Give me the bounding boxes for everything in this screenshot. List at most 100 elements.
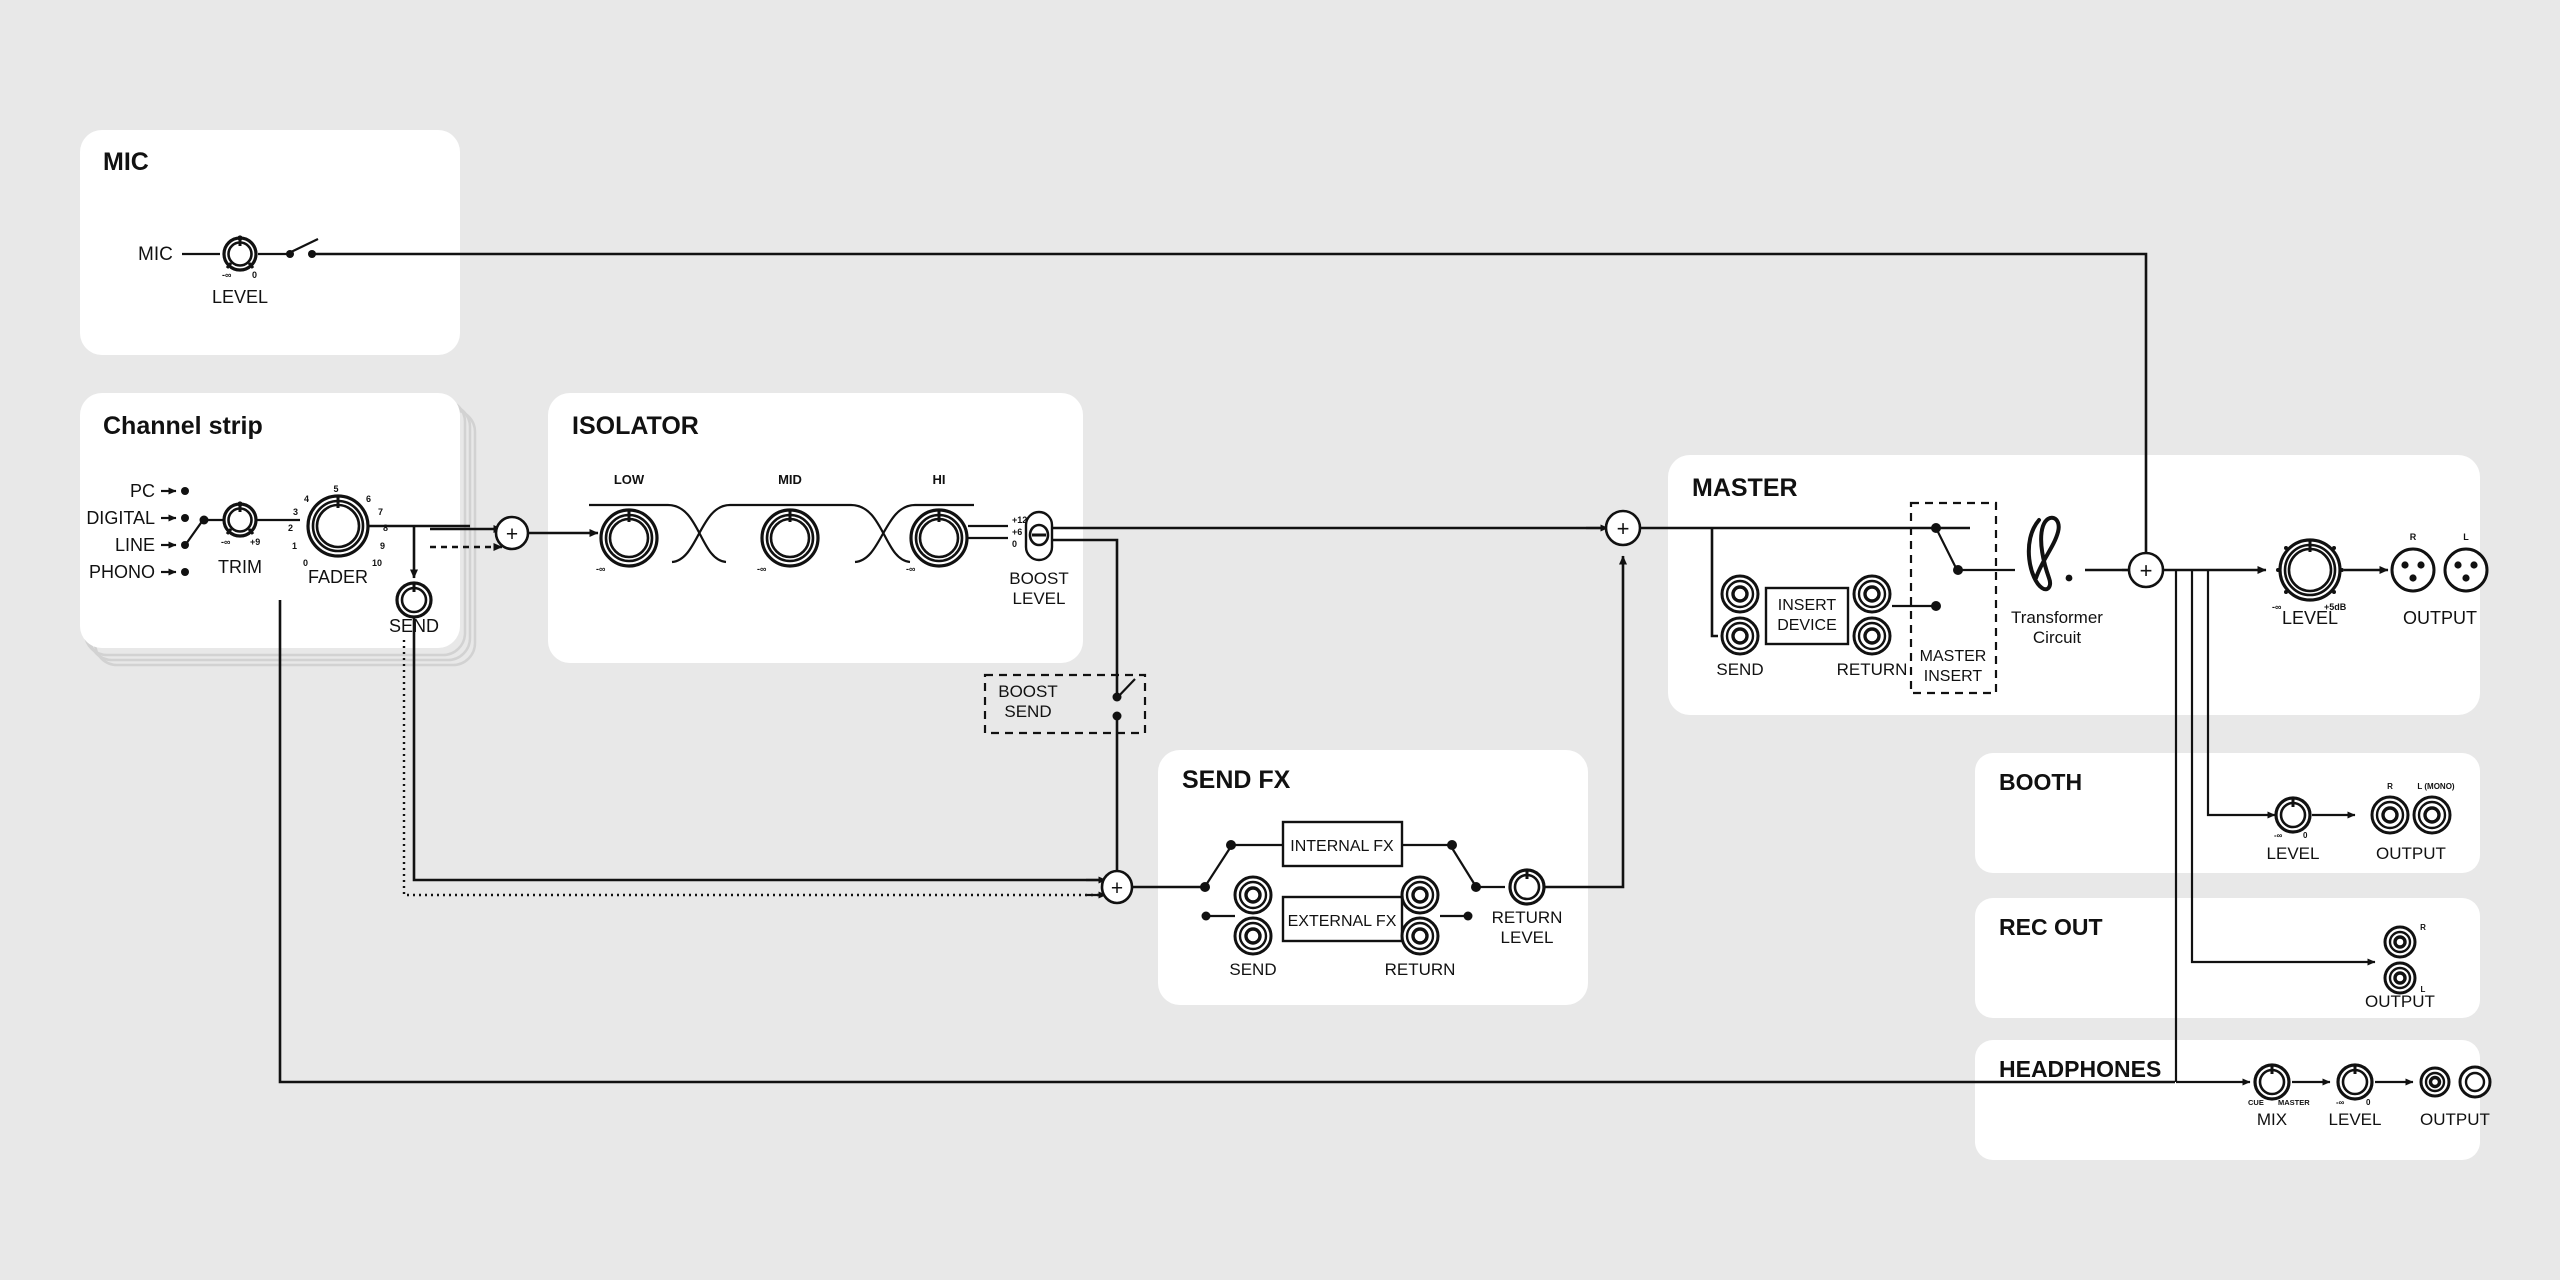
panel-title-channel-strip: Channel strip	[103, 412, 263, 440]
source-label-pc: PC	[130, 481, 155, 501]
sum-node-channel: +	[430, 515, 599, 551]
sum-symbol-master: +	[1617, 516, 1630, 541]
wire-boost-send-branch	[1053, 538, 1119, 700]
master-insert-switch-block[interactable]: MASTER INSERT	[1892, 501, 2015, 695]
boost-send-block[interactable]: BOOST SEND	[983, 673, 1147, 735]
bus-booth	[2206, 570, 2276, 819]
isolator-crossover-curves	[589, 503, 974, 564]
send-fx-send-jacks[interactable]: SEND	[1201, 875, 1277, 979]
booth-level-min: -∞	[2274, 831, 2283, 840]
master-send-jacks[interactable]: SEND	[1716, 574, 1764, 679]
send-fx-return-level-knob[interactable]: RETURN LEVEL	[1492, 868, 1563, 947]
panel-title-mic: MIC	[103, 148, 149, 176]
channel-trim-knob[interactable]: -∞ +9 TRIM	[218, 501, 262, 577]
rec-out-l: L	[2421, 985, 2426, 994]
internal-fx-label: INTERNAL FX	[1290, 838, 1394, 855]
boost-level-label-1: BOOST	[1009, 569, 1069, 588]
headphones-mix-label: MIX	[2257, 1110, 2287, 1129]
headphones-mix-max: MASTER	[2278, 1098, 2310, 1107]
headphones-level-max: 0	[2366, 1098, 2371, 1107]
master-level-knob[interactable]: -∞ +5dB LEVEL	[2272, 538, 2347, 628]
master-output-l: L	[2463, 532, 2469, 542]
fader-scale-7: 7	[378, 507, 383, 517]
master-insert-label-2: INSERT	[1924, 668, 1983, 685]
master-output-label: OUTPUT	[2403, 608, 2477, 628]
fader-label: FADER	[308, 567, 368, 587]
booth-level-max: 0	[2303, 831, 2308, 840]
headphones-mix-knob[interactable]: CUE MASTER MIX	[2248, 1063, 2310, 1129]
fader-scale-10: 10	[372, 558, 382, 568]
master-return-jacks[interactable]: RETURN	[1837, 574, 1908, 679]
fader-scale-3: 3	[293, 507, 298, 517]
isolator-band-hi[interactable]: HI -∞	[906, 472, 969, 574]
headphones-level-knob[interactable]: -∞ 0 LEVEL	[2329, 1063, 2382, 1129]
trim-label: TRIM	[218, 557, 262, 577]
mic-level-knob[interactable]: -∞ 0 LEVEL	[212, 235, 268, 307]
wire-fx-return-to-master-sum	[1545, 555, 1627, 889]
panel-title-master: MASTER	[1692, 474, 1798, 502]
booth-output-jacks[interactable]: R L (MONO) OUTPUT	[2370, 782, 2455, 863]
channel-source-list: PC DIGITAL LINE PHONO	[86, 481, 189, 582]
isolator-band-mid[interactable]: MID -∞	[757, 472, 820, 574]
fader-scale-0: 0	[303, 558, 308, 568]
send-fx-send-label: SEND	[1229, 960, 1276, 979]
fader-scale-9: 9	[380, 541, 385, 551]
source-label-digital: DIGITAL	[86, 508, 155, 528]
booth-level-label: LEVEL	[2267, 844, 2320, 863]
panel-title-send-fx: SEND FX	[1182, 766, 1291, 794]
isolator-boost-level-switch[interactable]: +12 +6 0 BOOST LEVEL	[968, 510, 1069, 608]
booth-output-label: OUTPUT	[2376, 844, 2446, 863]
booth-level-knob[interactable]: -∞ 0 LEVEL	[2267, 796, 2320, 863]
panel-booth: BOOTH	[1975, 753, 2480, 873]
master-output-r: R	[2410, 532, 2417, 542]
fader-scale-2: 2	[288, 523, 293, 533]
master-send-label: SEND	[1716, 660, 1763, 679]
send-fx-return-jacks[interactable]: RETURN	[1385, 875, 1473, 979]
boost-pos-6: +6	[1012, 527, 1022, 537]
source-label-phono: PHONO	[89, 562, 155, 582]
channel-fader-knob[interactable]: 4 5 6 3 7 2 8 1 9 0 10 FADER	[288, 484, 388, 587]
isolator-band-low[interactable]: LOW -∞	[596, 472, 659, 574]
headphones-output-label: OUTPUT	[2420, 1110, 2490, 1129]
mic-level-max: 0	[252, 270, 257, 280]
panel-master: MASTER	[1668, 455, 2480, 715]
panel-mic: MIC	[80, 130, 460, 355]
master-return-label: RETURN	[1837, 660, 1908, 679]
send-fx-path-switch-in[interactable]	[1200, 840, 1283, 892]
headphones-output-jacks[interactable]: OUTPUT	[2419, 1065, 2492, 1129]
fader-scale-1: 1	[292, 541, 297, 551]
send-fx-path-switch-out[interactable]	[1402, 840, 1505, 892]
headphones-mix-min: CUE	[2248, 1098, 2264, 1107]
fader-scale-5: 5	[333, 484, 338, 494]
headphones-level-label: LEVEL	[2329, 1110, 2382, 1129]
mic-level-label: LEVEL	[212, 287, 268, 307]
sum-node-master: +	[1604, 509, 1642, 547]
mic-on-off-switch[interactable]	[258, 238, 319, 258]
master-level-max: +5dB	[2324, 602, 2347, 612]
fader-scale-8: 8	[383, 523, 388, 533]
wire-cue-to-headphones	[278, 600, 2175, 1084]
master-output-connectors[interactable]: R L OUTPUT	[2390, 532, 2489, 628]
isolator-label-hi: HI	[933, 472, 946, 487]
panel-title-rec-out: REC OUT	[1999, 914, 2103, 940]
external-fx-box: EXTERNAL FX	[1281, 895, 1404, 943]
transformer-label-1: Transformer	[2011, 608, 2103, 627]
wire-send-to-fx-sum	[412, 618, 1102, 882]
panel-headphones: HEADPHONES	[1975, 1040, 2480, 1160]
mic-level-min: -∞	[222, 270, 232, 280]
return-level-label-1: RETURN	[1492, 908, 1563, 927]
rec-out-r: R	[2420, 923, 2426, 932]
isolator-hi-min: -∞	[906, 564, 916, 574]
sum-node-output: +	[2122, 551, 2165, 589]
panel-title-isolator: ISOLATOR	[572, 412, 699, 440]
wire-mic-to-master-sum	[314, 252, 2148, 556]
fader-scale-4: 4	[304, 494, 309, 504]
external-fx-label: EXTERNAL FX	[1288, 913, 1397, 930]
internal-fx-box: INTERNAL FX	[1281, 820, 1404, 868]
trim-max: +9	[250, 537, 260, 547]
rec-out-jacks[interactable]: R L OUTPUT	[2365, 923, 2435, 1011]
booth-output-r: R	[2387, 782, 2393, 791]
trim-min: -∞	[221, 537, 231, 547]
panel-title-booth: BOOTH	[1999, 769, 2082, 795]
